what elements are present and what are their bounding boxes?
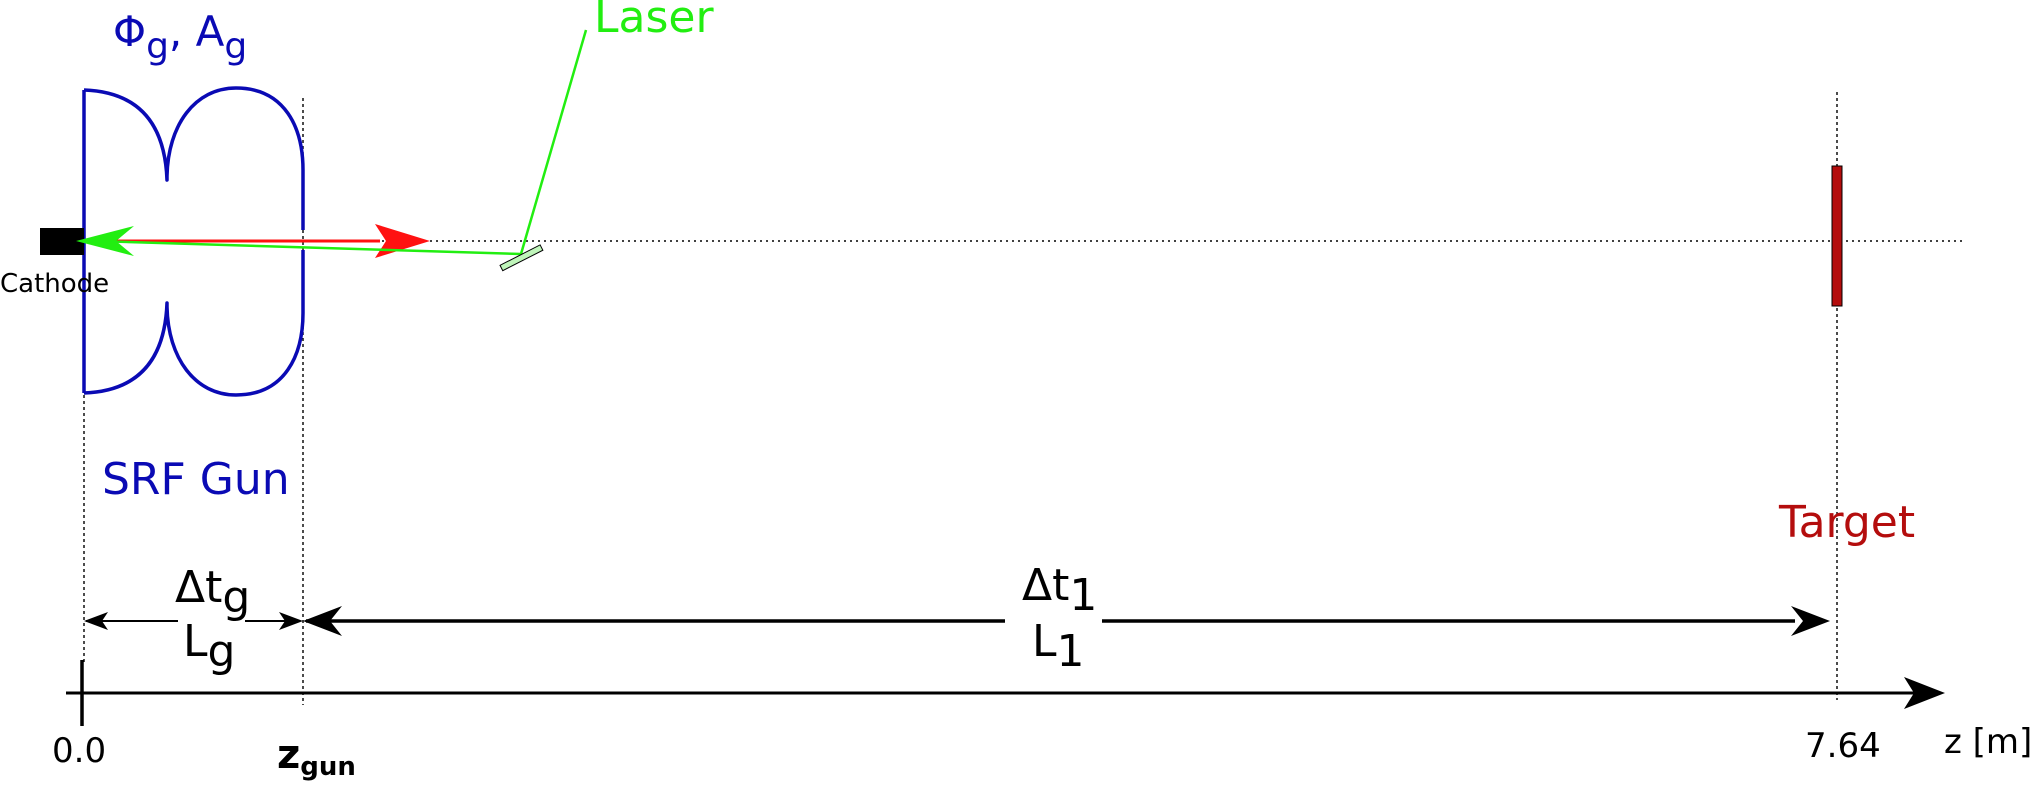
z-axis (66, 677, 1945, 709)
dimension-l1 (303, 606, 1830, 636)
tick-label-target-position: 7.64 (1805, 726, 1881, 766)
laser-label: Laser (594, 0, 714, 43)
tick-label-zgun: zgun (277, 732, 356, 782)
srf-gun-label: SRF Gun (102, 454, 290, 505)
length-gun-label: Lg (183, 616, 235, 677)
delta-t-1-label: Δt1 (1022, 560, 1097, 621)
cathode-block (40, 228, 84, 255)
length-1-label: L1 (1032, 616, 1085, 677)
z-axis-label: z [m] (1944, 722, 2032, 762)
tick-label-zero: 0.0 (52, 731, 106, 771)
target-plate (1831, 165, 1843, 307)
laser-mirror (499, 244, 544, 272)
cathode-label: Cathode (0, 269, 109, 299)
gun-parameters-label: Φg, Ag (113, 7, 247, 67)
target-label: Target (1778, 497, 1915, 548)
laser-path (76, 29, 588, 256)
dimension-lg (84, 612, 303, 630)
delta-t-gun-label: Δtg (175, 562, 250, 623)
